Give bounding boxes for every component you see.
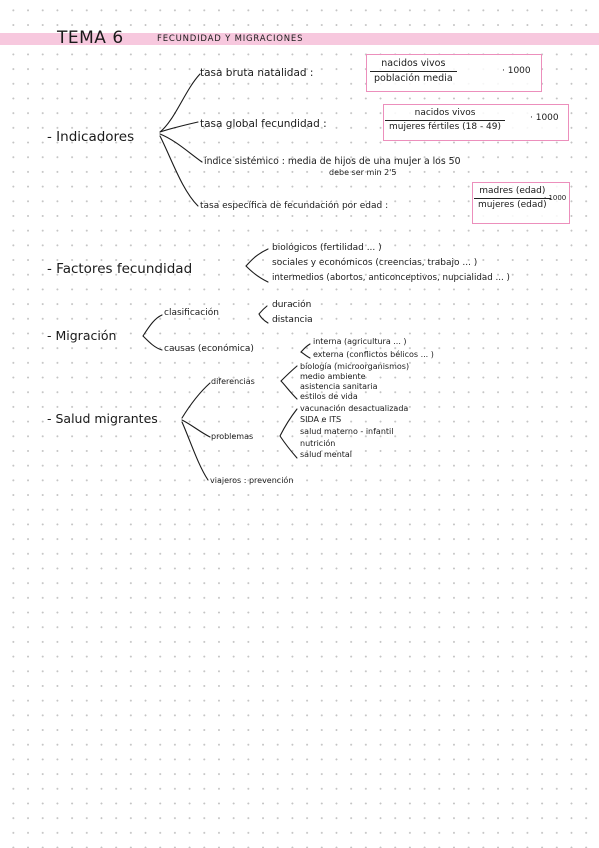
problemas-item: nutrición [300,439,336,448]
problemas-item: vacunación desactualizada [300,404,409,413]
diferencias-item: estilos de vida [300,392,358,401]
tgf-formula-box [383,104,569,141]
branch-line [159,135,199,207]
clasificacion-label: clasificación [164,308,219,318]
title-highlight [0,33,599,45]
diferencias-label: diferencias [211,377,255,386]
migracion-label: - Migración [47,328,117,343]
clasificacion-item-distancia: distancia [272,315,313,325]
tef-denominator: mujeres (edad) [478,200,547,210]
tbn-fraction: nacidos vivos población media [370,59,457,83]
tbn-formula-box [366,54,542,92]
tgf-numerator: nacidos vivos [385,109,506,121]
tbn-denominator: población media [374,72,453,84]
factores-item-sociales: sociales y económicos (creencias, trabaj… [272,258,478,268]
causas-label: causas (económica) [164,344,254,354]
problemas-item: SIDA e ITS [300,415,342,424]
tgf-fraction: nacidos vivos mujeres fértiles (18 - 49) [385,109,506,132]
problemas-label: problemas [211,432,254,441]
isf-label: índice sistémico : media de hijos de una… [204,156,461,167]
isf-note: debe ser min 2'5 [329,168,397,177]
branch-line [181,382,211,419]
bracket [280,365,298,400]
diferencias-item: asistencia sanitaria [300,382,378,391]
tgf-factor: · 1000 [530,113,559,123]
tef-numerator: madres (edad) [474,187,551,199]
tef-label: tasa específica de fecundación por edad … [200,201,389,211]
tef-fraction: madres (edad) mujeres (edad) [474,187,551,210]
branch-line [142,335,163,351]
factores-label: - Factores fecundidad [47,261,193,277]
viajeros-label: viajeros : prevención [210,476,294,485]
tgf-denominator: mujeres fértiles (18 - 49) [389,122,502,132]
salud-label: - Salud migrantes [47,411,158,426]
causas-item-externa: externa (conflictos bélicos ... ) [313,350,434,359]
tgf-label: tasa global fecundidad : [200,118,327,130]
bracket [258,305,269,324]
bracket [279,408,298,459]
branch-line [159,73,201,133]
diferencias-item: medio ambiente [300,372,366,381]
tbn-label: tasa bruta natalidad : [200,67,314,79]
page-subtitle: FECUNDIDAD Y MIGRACIONES [157,34,304,44]
branch-line [142,314,163,337]
tbn-factor: · 1000 [502,66,531,76]
bracket [300,343,311,359]
tbn-numerator: nacidos vivos [370,59,457,72]
branch-line [181,419,211,438]
branch-line [159,121,199,133]
factores-item-intermedios: intermedios (abortos, anticonceptivos, n… [272,273,510,283]
tef-formula-box [472,182,570,224]
clasificacion-item-duracion: duración [272,300,312,310]
problemas-item: salud materno - infantil [300,427,394,436]
indicadores-label: - Indicadores [47,129,135,145]
factores-item-biologicos: biológicos (fertilidad ... ) [272,243,382,253]
branch-line [159,133,203,163]
branch-line [181,421,209,481]
causas-item-interna: interna (agricultura ... ) [313,337,407,346]
diferencias-item: biología (microorganismos) [300,362,410,371]
tef-factor: · 1000 [544,194,567,202]
bracket [245,248,269,283]
page-title: TEMA 6 [57,28,124,48]
problemas-item: salud mental [300,450,353,459]
